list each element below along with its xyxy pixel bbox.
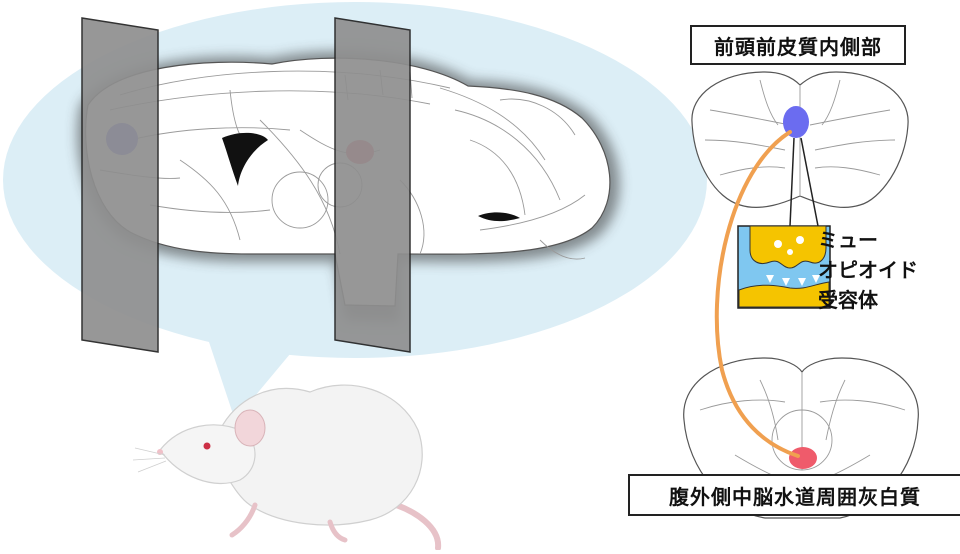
receptor-label-line-2: オピオイド [818, 255, 918, 285]
receptor-label: ミュー オピオイド 受容体 [818, 225, 918, 315]
receptor-label-line-1: ミュー [818, 225, 918, 255]
coronal-slab-anterior [82, 18, 158, 352]
pag-spot-coronal [789, 447, 817, 469]
synapse-inset [738, 226, 830, 308]
prefrontal-label: 前頭前皮質内側部 [690, 25, 906, 65]
rat-illustration [133, 385, 438, 548]
receptor-label-line-3: 受容体 [818, 285, 918, 315]
coronal-slab-posterior [335, 18, 410, 352]
coronal-section-forebrain [692, 72, 908, 207]
vlpag-label: 腹外側中脳水道周囲灰白質 [628, 474, 960, 516]
